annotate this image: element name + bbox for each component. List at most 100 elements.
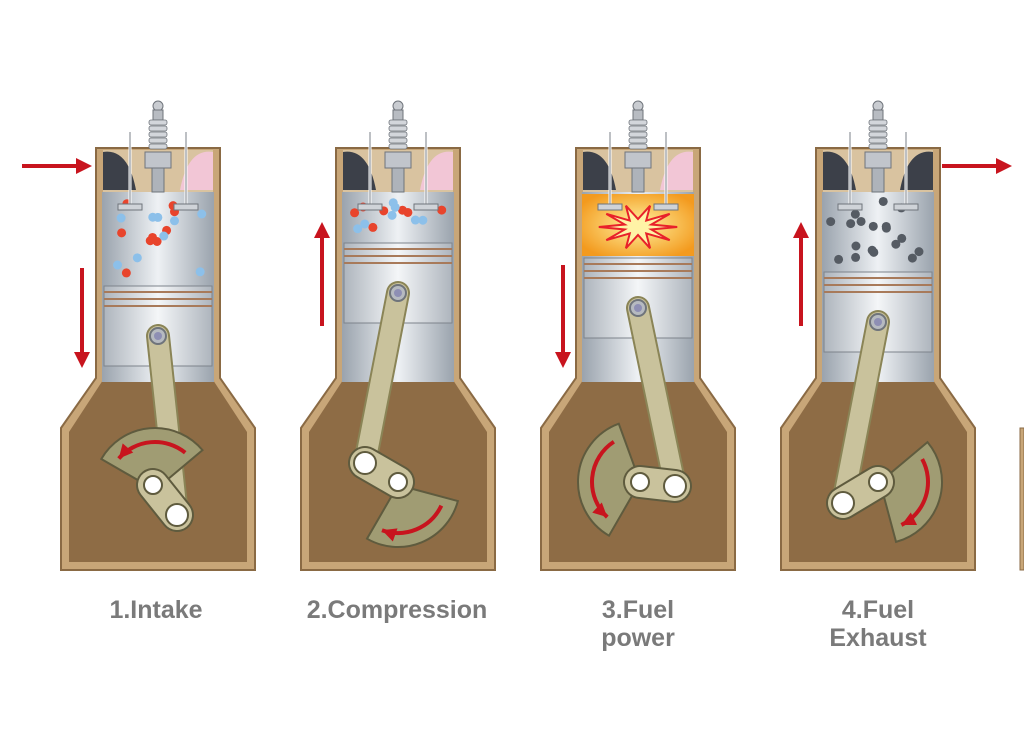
rotation-arrow-compression-head	[381, 528, 398, 542]
exhaust-port-compression	[420, 151, 453, 190]
particle-intake	[145, 236, 155, 246]
main-journal-compression	[388, 472, 408, 492]
particle-intake	[159, 231, 169, 241]
spark-plug-terminal-compression	[392, 109, 404, 121]
main-journal-exhaust	[868, 472, 888, 492]
spark-plug-rib-intake	[148, 125, 168, 132]
spark-plug-rib-exhaust	[868, 119, 888, 126]
spark-plug-rib-compression	[388, 125, 408, 132]
spark-plug-rib-compression	[388, 119, 408, 126]
particle-compression	[353, 224, 363, 234]
particle-compression	[418, 215, 428, 225]
next-engine-edge	[1019, 427, 1024, 571]
crank-pin-power	[663, 474, 687, 498]
exhaust-valve-head-exhaust	[893, 203, 919, 211]
spark-plug-rib-compression	[388, 143, 408, 150]
particle-compression	[403, 207, 413, 217]
rotation-arrow-power-head	[592, 502, 608, 518]
port-flow-arrow-exhaust-head	[996, 158, 1012, 174]
particle-exhaust	[826, 217, 836, 227]
port-flow-arrow-intake-head	[76, 158, 92, 174]
spark-plug-rib-compression	[388, 137, 408, 144]
particle-intake	[113, 260, 123, 270]
caption-intake: 1.Intake	[109, 596, 203, 624]
spark-plug-rib-compression	[388, 131, 408, 138]
spark-burst-power	[598, 205, 678, 249]
particle-intake	[195, 267, 205, 277]
spark-plug-hex-power	[624, 151, 652, 169]
particle-intake	[117, 228, 127, 238]
particle-intake	[121, 268, 131, 278]
spark-plug-hex-compression	[384, 151, 412, 169]
spark-plug-thread-power	[631, 167, 645, 193]
spark-plug-rib-exhaust	[868, 125, 888, 132]
particle-intake	[197, 209, 207, 219]
particle-exhaust	[897, 233, 907, 243]
particle-exhaust	[907, 253, 917, 263]
spark-plug-thread-intake	[151, 167, 165, 193]
spark-plug-rib-power	[628, 143, 648, 150]
particle-compression	[437, 205, 447, 215]
wrist-pin-center-intake	[154, 332, 162, 340]
exhaust-valve-head-power	[653, 203, 679, 211]
caption-compression: 2.Compression	[306, 596, 488, 624]
piston-direction-arrow-compression-head	[314, 222, 330, 238]
particle-exhaust	[834, 254, 844, 264]
connecting-rod-power	[628, 298, 685, 496]
spark-plug-rib-exhaust	[868, 143, 888, 150]
particle-compression	[350, 208, 360, 218]
caption-exhaust: 4.Fuel Exhaust	[829, 596, 927, 652]
spark-plug-rib-power	[628, 131, 648, 138]
spark-plug-rib-power	[628, 119, 648, 126]
spark-plug-hex-intake	[144, 151, 172, 169]
connecting-rod-compression	[355, 283, 408, 473]
exhaust-port-exhaust	[900, 151, 933, 190]
spark-plug-terminal-power	[632, 109, 644, 121]
spark-plug-rib-intake	[148, 137, 168, 144]
particle-compression	[360, 219, 370, 229]
particle-compression	[388, 198, 398, 208]
particle-exhaust	[868, 221, 878, 231]
spark-plug-rib-intake	[148, 119, 168, 126]
particle-exhaust	[850, 209, 860, 219]
wrist-pin-center-power	[634, 304, 642, 312]
exhaust-port-intake	[180, 151, 213, 190]
spark-plug-hex-exhaust	[864, 151, 892, 169]
exhaust-port-power	[660, 151, 693, 190]
spark-plug-rib-intake	[148, 131, 168, 138]
rotation-arrow-intake-head	[118, 443, 134, 459]
spark-plug-terminal-intake	[152, 109, 164, 121]
intake-port-compression	[343, 151, 376, 190]
spark-plug-terminal-exhaust	[872, 109, 884, 121]
piston-direction-arrow-power-head	[555, 352, 571, 368]
particle-exhaust	[869, 247, 879, 257]
piston-direction-arrow-exhaust-head	[793, 222, 809, 238]
spark-plug-rib-power	[628, 137, 648, 144]
exhaust-valve-head-intake	[173, 203, 199, 211]
spark-plug-rib-intake	[148, 143, 168, 150]
spark-plug-rib-power	[628, 125, 648, 132]
particle-exhaust	[881, 223, 891, 233]
particle-exhaust	[891, 239, 901, 249]
exhaust-valve-head-compression	[413, 203, 439, 211]
connecting-rod-exhaust	[833, 312, 888, 513]
particle-exhaust	[914, 247, 924, 257]
particle-intake	[132, 253, 142, 263]
crank-pin-intake	[165, 503, 189, 527]
intake-valve-head-intake	[117, 203, 143, 211]
wrist-pin-center-compression	[394, 289, 402, 297]
intake-port-exhaust	[823, 151, 856, 190]
wrist-pin-center-exhaust	[874, 318, 882, 326]
intake-valve-head-power	[597, 203, 623, 211]
particle-intake	[148, 212, 158, 222]
particle-exhaust	[878, 196, 888, 206]
caption-power: 3.Fuel power	[601, 596, 675, 652]
spark-plug-rib-exhaust	[868, 137, 888, 144]
crank-pin-exhaust	[831, 491, 855, 515]
intake-port-intake	[103, 151, 136, 190]
particle-intake	[116, 213, 126, 223]
particle-exhaust	[856, 216, 866, 226]
particle-compression	[368, 222, 378, 232]
crank-pin-compression	[353, 451, 377, 475]
